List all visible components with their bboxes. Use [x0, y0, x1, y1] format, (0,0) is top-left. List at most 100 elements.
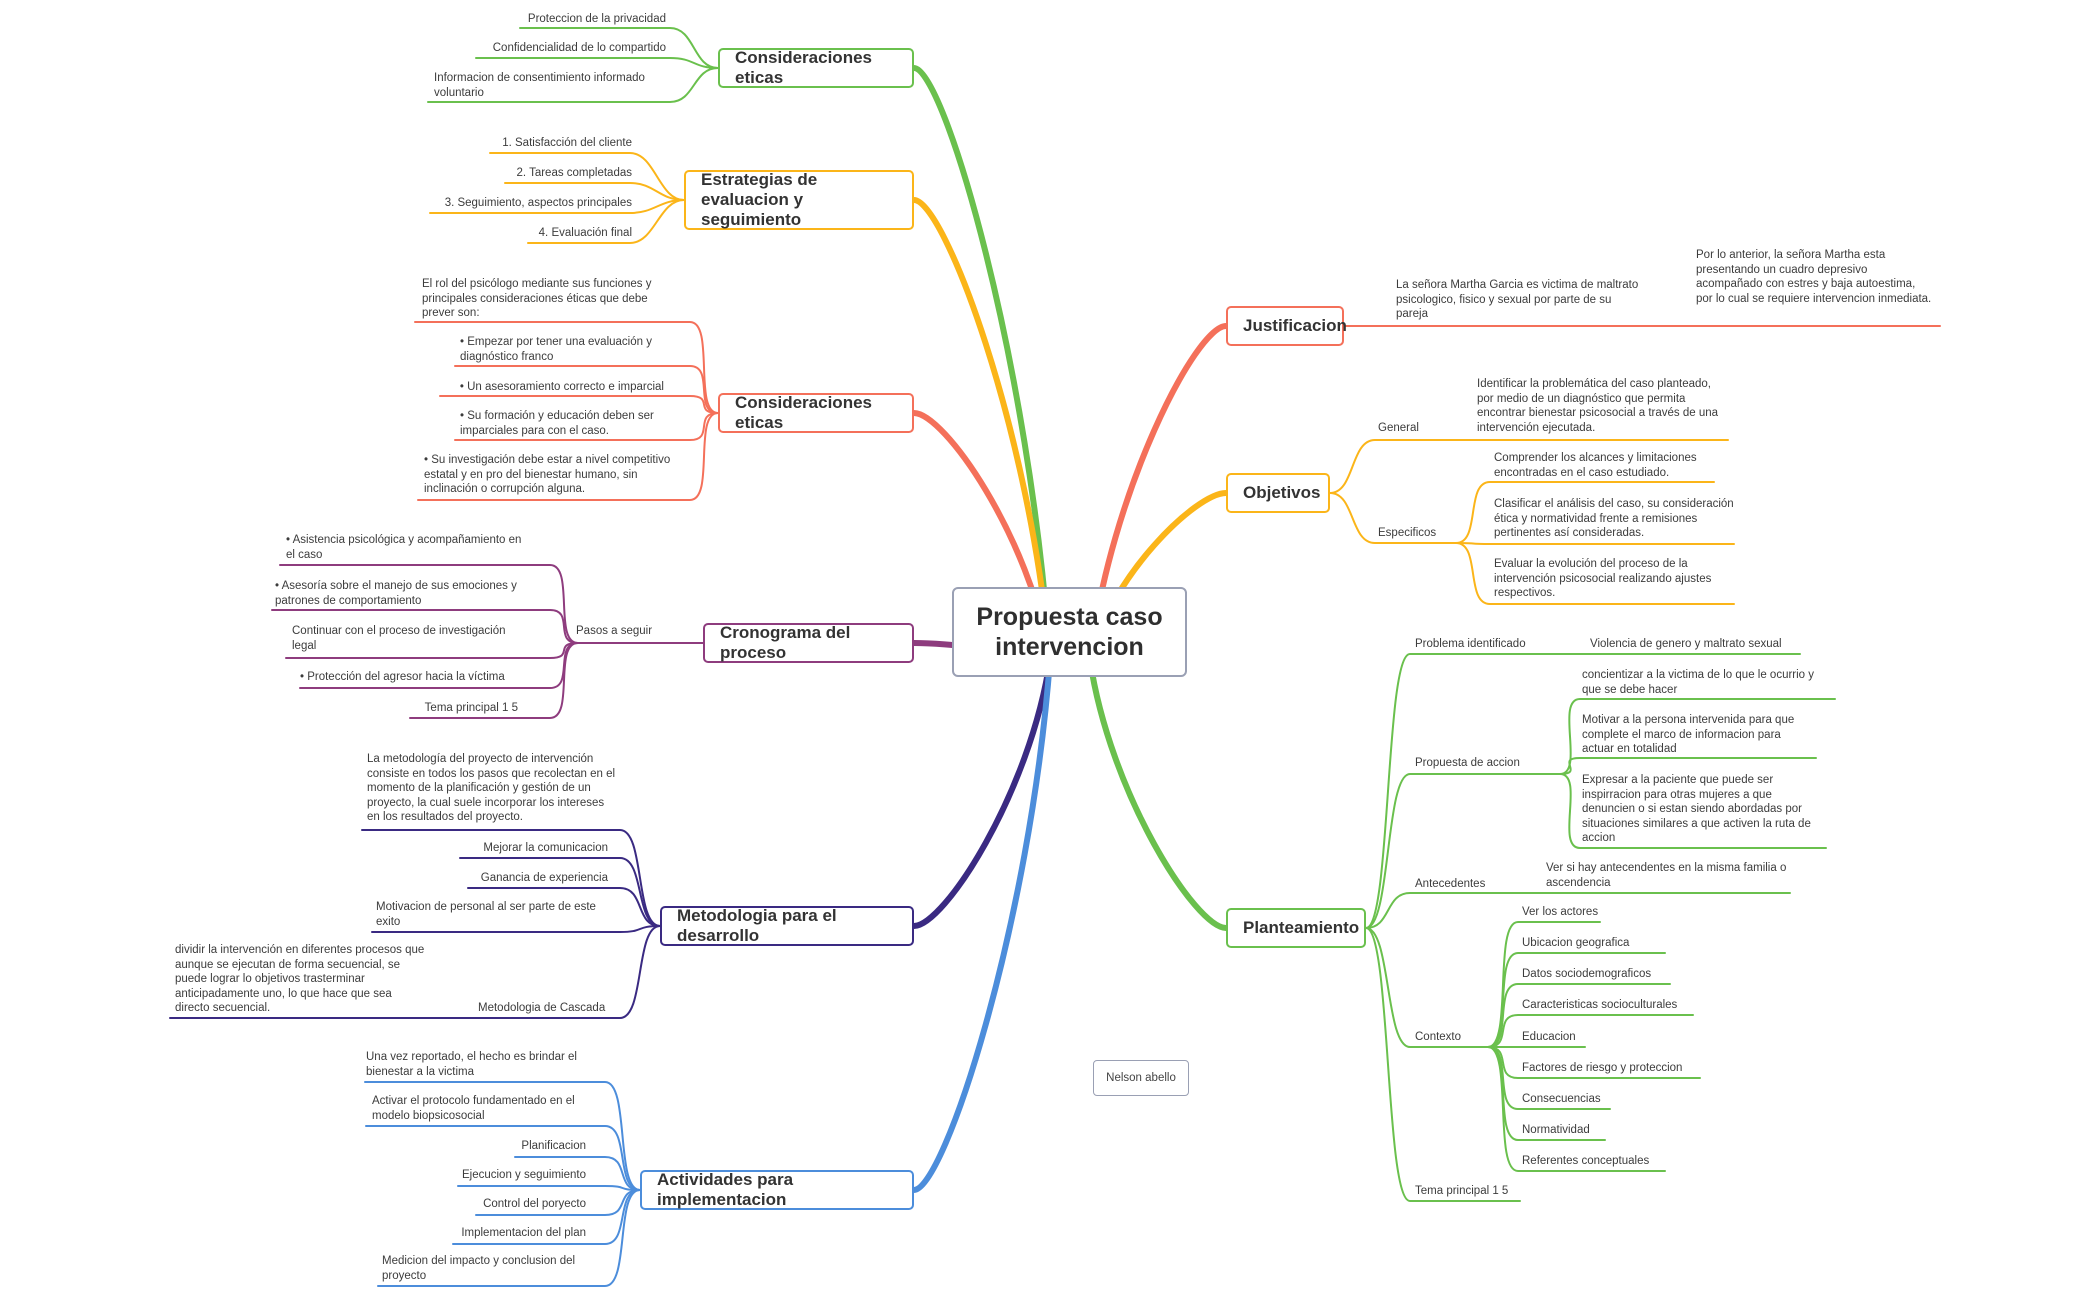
- objetivos-especifico-2[interactable]: Clasificar el análisis del caso, su cons…: [1494, 498, 1734, 539]
- topic-planteamiento[interactable]: Planteamiento: [1226, 908, 1366, 948]
- topic-consideraciones-eticas-2[interactable]: Consideraciones eticas: [718, 393, 914, 433]
- link-propuesta: [1365, 773, 1561, 929]
- estrategias-item-4[interactable]: 4. Evaluación final: [538, 227, 632, 239]
- link-etica1-1: [519, 27, 719, 69]
- planteamiento-antecedentes-text[interactable]: Ver si hay antecendentes en la misma fam…: [1546, 862, 1787, 889]
- contexto-item-educacion[interactable]: Educacion: [1522, 1031, 1576, 1043]
- contexto-item-socioculturales[interactable]: Caracteristicas socioculturales: [1522, 999, 1678, 1011]
- branch-actividades: [911, 657, 1053, 1193]
- central-topic[interactable]: Propuesta caso intervencion: [952, 587, 1187, 677]
- contexto-item-normatividad[interactable]: Normatividad: [1522, 1124, 1590, 1136]
- cronograma-pasos-label[interactable]: Pasos a seguir: [576, 625, 653, 637]
- link-actividades-2: [365, 1125, 641, 1191]
- metodologia-cascada-text[interactable]: dividir la intervención en diferentes pr…: [175, 944, 425, 1014]
- link-metodologia-1: [361, 829, 661, 927]
- link-problema: [1365, 653, 1581, 929]
- branch-metodologia: [911, 657, 1053, 929]
- metodologia-item-definicion[interactable]: La metodología del proyecto de intervenc…: [367, 753, 616, 823]
- link-cronograma-1: [279, 564, 579, 644]
- planteamiento-problema-text[interactable]: Violencia de genero y maltrato sexual: [1590, 638, 1782, 650]
- topic-consideraciones-eticas-1[interactable]: Consideraciones eticas: [718, 48, 914, 88]
- link-actividades-1: [364, 1081, 641, 1191]
- floating-topic-nelson-abello[interactable]: Nelson abello: [1093, 1060, 1189, 1096]
- link-estrategias-4: [527, 199, 685, 244]
- actividades-item-reportado[interactable]: Una vez reportado, el hecho es brindar e…: [366, 1051, 577, 1078]
- link-especifico-1: [1455, 481, 1715, 544]
- propuesta-item-expresar[interactable]: Expresar a la paciente que puede ser ins…: [1582, 774, 1811, 844]
- contexto-item-referentes[interactable]: Referentes conceptuales: [1522, 1155, 1650, 1167]
- propuesta-item-motivar[interactable]: Motivar a la persona intervenida para qu…: [1582, 714, 1795, 755]
- planteamiento-antecedentes-label[interactable]: Antecedentes: [1415, 878, 1486, 890]
- contexto-item-ubicacion[interactable]: Ubicacion geografica: [1522, 937, 1630, 949]
- etica1-item-consentimiento[interactable]: Informacion de consentimiento informado …: [434, 72, 645, 99]
- justificacion-item-victima[interactable]: La señora Martha Garcia es victima de ma…: [1396, 279, 1639, 320]
- objetivos-especifico-1[interactable]: Comprender los alcances y limitaciones e…: [1494, 452, 1697, 479]
- estrategias-item-2[interactable]: 2. Tareas completadas: [516, 167, 633, 179]
- etica2-item-asesoramiento[interactable]: • Un asesoramiento correcto e imparcial: [459, 381, 664, 393]
- link-etica2-3: [439, 395, 719, 414]
- branch-estrategias: [911, 197, 1053, 663]
- metodologia-item-motivacion[interactable]: Motivacion de personal al ser parte de e…: [376, 901, 596, 928]
- metodologia-item-experiencia[interactable]: Ganancia de experiencia: [480, 872, 608, 884]
- estrategias-item-1[interactable]: 1. Satisfacción del cliente: [502, 137, 632, 149]
- contexto-item-consecuencias[interactable]: Consecuencias: [1522, 1093, 1601, 1105]
- metodologia-cascada-label[interactable]: Metodologia de Cascada: [478, 1002, 606, 1014]
- link-etica2-4: [454, 412, 719, 441]
- actividades-item-medicion[interactable]: Medicion del impacto y conclusion del pr…: [382, 1255, 576, 1282]
- link-etica2-5: [417, 412, 719, 501]
- objetivos-especificos-label[interactable]: Especificos: [1378, 527, 1437, 539]
- metodologia-item-comunicacion[interactable]: Mejorar la comunicacion: [483, 842, 608, 854]
- link-contexto-9: [1487, 1046, 1666, 1172]
- actividades-item-control[interactable]: Control del poryecto: [483, 1198, 586, 1210]
- planteamiento-tema-label[interactable]: Tema principal 1 5: [1415, 1185, 1509, 1197]
- link-actividades-3: [514, 1156, 641, 1191]
- planteamiento-contexto-label[interactable]: Contexto: [1415, 1031, 1462, 1043]
- etica2-item-formacion[interactable]: • Su formación y educación deben ser imp…: [460, 410, 654, 437]
- actividades-item-planificacion[interactable]: Planificacion: [521, 1140, 586, 1152]
- link-estrategias-2: [504, 182, 685, 201]
- objetivos-especifico-3[interactable]: Evaluar la evolución del proceso de la i…: [1494, 558, 1712, 599]
- link-contexto-4: [1487, 1014, 1694, 1048]
- planteamiento-propuesta-label[interactable]: Propuesta de accion: [1415, 757, 1520, 769]
- actividades-item-ejecucion[interactable]: Ejecucion y seguimiento: [461, 1169, 586, 1181]
- contexto-item-sociodemograficos[interactable]: Datos sociodemograficos: [1522, 968, 1652, 980]
- link-objetivos-general: [1329, 439, 1729, 494]
- link-cronograma-2: [271, 609, 579, 644]
- cronograma-item-tema[interactable]: Tema principal 1 5: [424, 702, 518, 714]
- topic-cronograma-proceso[interactable]: Cronograma del proceso: [703, 623, 914, 663]
- topic-justificacion[interactable]: Justificacion: [1226, 306, 1347, 346]
- etica2-item-investigacion[interactable]: • Su investigación debe estar a nivel co…: [424, 454, 671, 495]
- contexto-item-actores[interactable]: Ver los actores: [1522, 906, 1599, 918]
- etica2-item-rol[interactable]: El rol del psicólogo mediante sus funcio…: [422, 278, 652, 319]
- actividades-item-implementacion[interactable]: Implementacion del plan: [461, 1227, 586, 1239]
- topic-actividades-implementacion[interactable]: Actividades para implementacion: [640, 1170, 914, 1210]
- propuesta-item-concientizar[interactable]: concientizar a la victima de lo que le o…: [1582, 669, 1815, 696]
- topic-estrategias-evaluacion[interactable]: Estrategias de evaluacion y seguimiento: [684, 170, 914, 230]
- cronograma-item-asistencia[interactable]: • Asistencia psicológica y acompañamient…: [286, 534, 522, 561]
- etica2-item-evaluacion[interactable]: • Empezar por tener una evaluación y dia…: [460, 336, 652, 363]
- link-actividades-7: [377, 1189, 641, 1287]
- link-etica2-2: [454, 365, 719, 414]
- link-propuesta-3: [1559, 773, 1827, 849]
- planteamiento-problema-label[interactable]: Problema identificado: [1415, 638, 1526, 650]
- topic-objetivos[interactable]: Objetivos: [1226, 473, 1330, 513]
- contexto-item-factores[interactable]: Factores de riesgo y proteccion: [1522, 1062, 1683, 1074]
- estrategias-item-3[interactable]: 3. Seguimiento, aspectos principales: [444, 197, 632, 209]
- topic-metodologia-desarrollo[interactable]: Metodologia para el desarrollo: [660, 906, 914, 946]
- etica1-item-confidencialidad[interactable]: Confidencialidad de lo compartido: [492, 42, 666, 54]
- link-metodologia-2: [459, 857, 661, 927]
- link-metodologia-4: [371, 925, 661, 933]
- link-metodologia-3: [467, 887, 661, 927]
- cronograma-item-investigacion[interactable]: Continuar con el proceso de investigació…: [292, 625, 506, 652]
- objetivos-general-label[interactable]: General: [1378, 422, 1419, 434]
- link-cronograma-5: [409, 642, 579, 719]
- objetivos-general-text[interactable]: Identificar la problemática del caso pla…: [1477, 378, 1719, 434]
- cronograma-item-proteccion[interactable]: • Protección del agresor hacia la víctim…: [300, 671, 505, 683]
- cronograma-item-asesoria[interactable]: • Asesoría sobre el manejo de sus emocio…: [275, 580, 517, 607]
- link-etica2-1: [414, 321, 719, 414]
- link-tema: [1365, 927, 1521, 1202]
- actividades-item-protocolo[interactable]: Activar el protocolo fundamentado en el …: [372, 1095, 575, 1122]
- etica1-item-privacidad[interactable]: Proteccion de la privacidad: [527, 13, 666, 25]
- branch-planteamiento: [1087, 657, 1229, 931]
- justificacion-item-cuadro[interactable]: Por lo anterior, la señora Martha esta p…: [1696, 249, 1932, 305]
